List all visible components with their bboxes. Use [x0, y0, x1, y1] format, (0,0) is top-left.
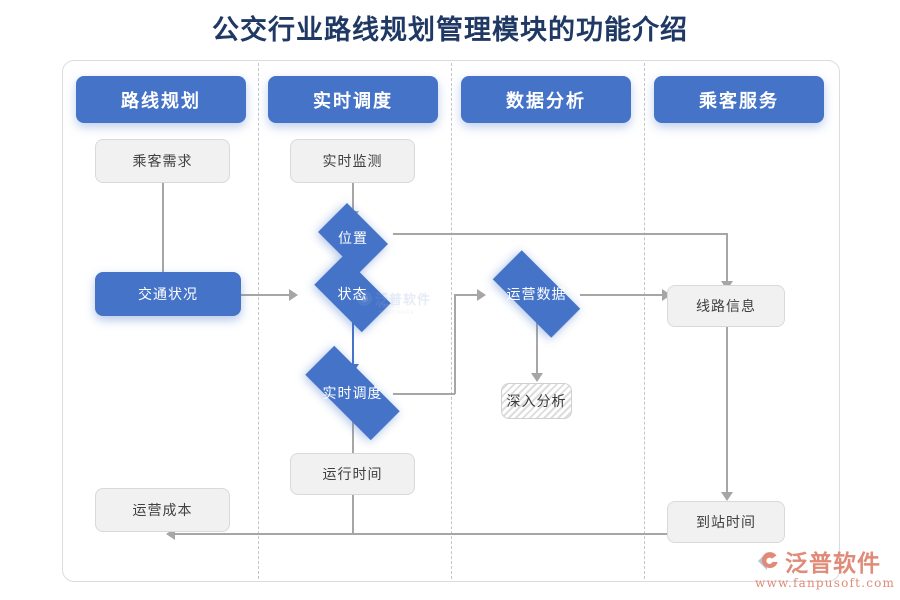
node-realtime-dispatch[interactable]: 实时调度: [287, 345, 418, 441]
diagram-panel: 路线规划 实时调度 数据分析 乘客服务: [62, 60, 840, 582]
node-arrival-time[interactable]: 到站时间: [667, 501, 785, 543]
node-passenger-demand[interactable]: 乘客需求: [95, 139, 230, 183]
connector-dispatch-to-opdata-h1: [393, 393, 455, 395]
arrowhead-arrival-to-cost: [166, 528, 175, 540]
lane-header-route-planning[interactable]: 路线规划: [76, 76, 246, 123]
connector-traffic-to-status: [241, 294, 293, 296]
node-traffic-condition[interactable]: 交通状况: [95, 272, 241, 316]
connector-location-to-lineinfo-h: [393, 233, 727, 235]
lane-header-data-analysis[interactable]: 数据分析: [461, 76, 631, 123]
lane-header-realtime-dispatch[interactable]: 实时调度: [268, 76, 438, 123]
node-location-label: 位置: [338, 230, 368, 246]
connector-opdata-to-deepanalysis: [536, 319, 538, 377]
lane-divider-2: [451, 63, 452, 579]
connector-status-to-dispatch: [352, 319, 354, 369]
connector-monitor-to-location: [352, 183, 354, 215]
arrowhead-lineinfo-to-arrival: [721, 492, 733, 501]
node-realtime-dispatch-label: 实时调度: [322, 385, 383, 401]
node-operation-data-label: 运营数据: [506, 286, 567, 302]
lane-divider-3: [644, 63, 645, 579]
connector-lineinfo-to-arrival: [726, 316, 728, 496]
connector-dispatch-to-runtime: [352, 418, 354, 460]
lane-header-passenger-service[interactable]: 乘客服务: [654, 76, 824, 123]
node-status-label: 状态: [337, 286, 368, 302]
node-operation-data[interactable]: 运营数据: [478, 250, 595, 338]
node-location[interactable]: 位置: [312, 203, 394, 273]
arrowhead-opdata-to-deepanalysis: [531, 373, 543, 382]
node-running-time[interactable]: 运行时间: [290, 453, 415, 495]
page-title: 公交行业路线规划管理模块的功能介绍: [212, 15, 688, 46]
connector-location-to-lineinfo-v: [726, 233, 728, 285]
node-deep-analysis[interactable]: 深入分析: [501, 383, 572, 419]
connector-dispatch-to-opdata-h2: [454, 294, 481, 296]
connector-arrival-to-cost: [173, 533, 667, 535]
node-status[interactable]: 状态: [305, 255, 400, 333]
node-realtime-monitor[interactable]: 实时监测: [290, 139, 415, 183]
node-line-info[interactable]: 线路信息: [667, 285, 785, 327]
lane-divider-1: [258, 63, 259, 579]
connector-demand-to-traffic: [162, 183, 164, 283]
node-operating-cost[interactable]: 运营成本: [95, 488, 230, 532]
connector-dispatch-to-opdata-v: [454, 294, 456, 394]
arrowhead-dispatch-to-opdata: [477, 289, 486, 301]
arrowhead-opdata-to-lineinfo: [662, 289, 671, 301]
connector-runtime-to-bottomline: [352, 495, 354, 534]
connector-opdata-to-lineinfo: [580, 294, 666, 296]
arrowhead-traffic-to-status: [289, 289, 298, 301]
